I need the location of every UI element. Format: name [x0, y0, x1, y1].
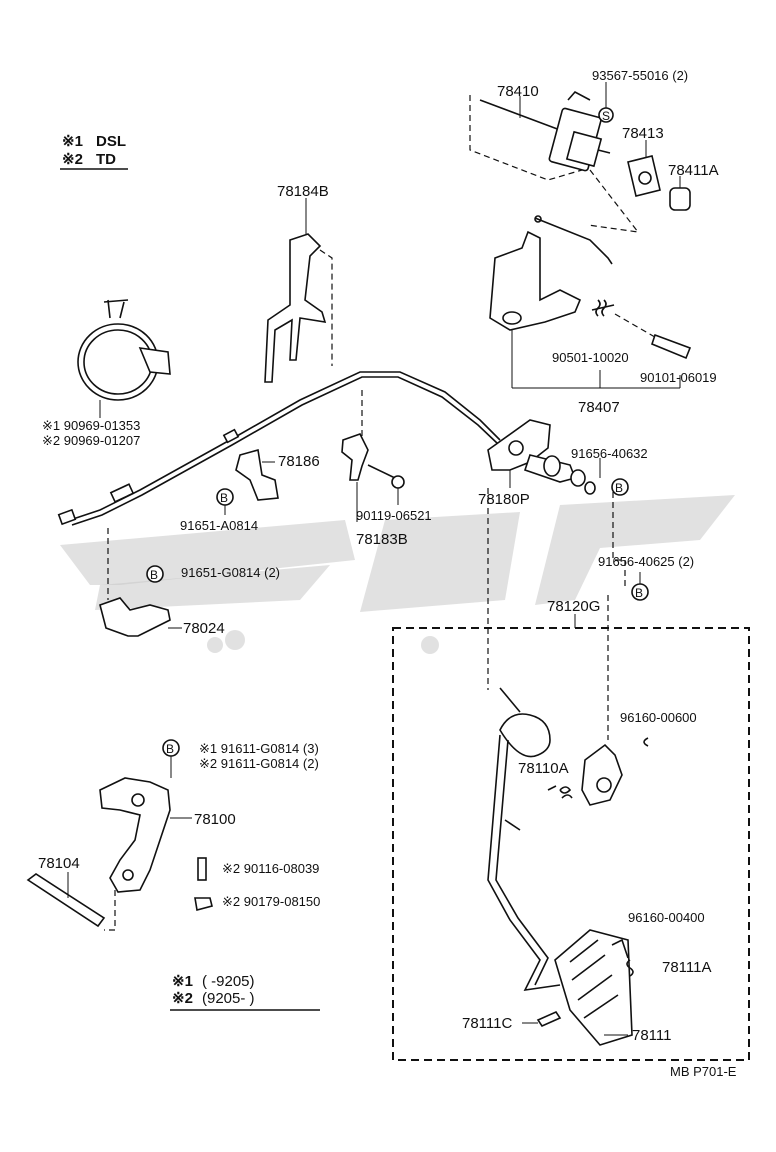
label-78407: 78407 — [578, 399, 620, 416]
label-78413: 78413 — [622, 125, 664, 142]
label-78104: 78104 — [38, 855, 80, 872]
pedal-bushing — [499, 713, 551, 758]
variant-notes-top: ※1 DSL ※2 TD — [60, 133, 128, 170]
label-78100: 78100 — [194, 811, 236, 828]
bolt-90119 — [391, 475, 405, 489]
label-90501-10020: 90501-10020 — [552, 350, 629, 365]
label-78184B: 78184B — [277, 183, 329, 200]
bracket-78184B — [264, 198, 333, 383]
label-78180P: 78180P — [478, 491, 530, 508]
note1-mark: ※1 — [62, 133, 83, 150]
bracket-78024-body — [99, 597, 171, 637]
pivot-bracket — [581, 743, 623, 806]
bolt-90101 — [651, 333, 692, 360]
label-91651-A0814: 91651-A0814 — [180, 518, 258, 533]
label-90101-06019: 90101-06019 — [640, 370, 717, 385]
bracket-78024: B — [99, 528, 182, 637]
accelerator-pedal — [487, 687, 649, 1046]
bracket-78184B-body — [264, 233, 327, 383]
label-93567-55016: 93567-55016 (2) — [592, 68, 688, 83]
throttle-cable — [57, 371, 501, 526]
spring-90501 — [591, 304, 615, 311]
link-body — [99, 777, 171, 893]
pin-78111C — [536, 1010, 562, 1028]
label-78186: 78186 — [278, 453, 320, 470]
bolt-symbol-2 — [611, 478, 629, 496]
note-bottom2-mark: ※2 — [172, 990, 193, 1007]
link-assembly-78100: B — [26, 739, 213, 931]
label-90969-01207: ※2 90969-01207 — [42, 433, 140, 448]
hose-clamp-90969 — [77, 299, 171, 418]
diagram-code: MB P701-E — [670, 1064, 737, 1079]
label-90119-06521: 90119-06521 — [356, 508, 432, 523]
bracket-78413 — [627, 155, 661, 197]
throttle-switch-group: S — [469, 82, 691, 233]
label-78410: 78410 — [497, 83, 539, 100]
pedal-pad-78111 — [554, 929, 633, 1046]
label-90179-08150: ※2 90179-08150 — [222, 894, 320, 909]
label-96160-00600: 96160-00600 — [620, 710, 697, 725]
cap-78411A — [669, 187, 691, 211]
label-78111A: 78111A — [662, 959, 712, 976]
note2-text: TD — [96, 151, 116, 168]
clip-96160-00600 — [643, 737, 649, 747]
label-78111C: 78111C — [462, 1015, 512, 1032]
label-90116-08039: ※2 90116-08039 — [222, 861, 319, 876]
bracket-78186-body — [235, 448, 279, 501]
label-91651-G0814: 91651-G0814 (2) — [181, 565, 280, 580]
label-78024: 78024 — [183, 620, 225, 637]
pedal-assembly-box — [392, 627, 750, 1061]
variant-notes-bottom: ※1 ( -9205) ※2 (9205- ) — [170, 973, 320, 1011]
lever-78180P: B — [487, 419, 629, 496]
label-91656-40632: 91656-40632 — [571, 446, 648, 461]
return-spring-78110A — [559, 786, 573, 799]
label-91611-G0814-2: ※2 91611-G0814 (2) — [199, 756, 319, 771]
bracket-assembly-78407 — [489, 215, 692, 389]
note-bottom1-mark: ※1 — [172, 973, 193, 990]
screw-symbol-text: S — [602, 109, 610, 123]
bolt-symbol-text-3: B — [150, 568, 158, 582]
label-96160-00400: 96160-00400 — [628, 910, 705, 925]
watermark-logo — [60, 495, 735, 654]
note2-mark: ※2 — [62, 151, 83, 168]
label-91656-40625: 91656-40625 (2) — [598, 554, 694, 569]
nut-90179 — [194, 897, 213, 911]
note1-text: DSL — [96, 133, 126, 150]
label-90969-01353: ※1 90969-01353 — [42, 418, 140, 433]
label-78110A: 78110A — [518, 760, 569, 777]
note-bottom1-text: ( -9205) — [202, 973, 255, 990]
part-labels: 78410 93567-55016 (2) 78413 78411A 78184… — [38, 68, 737, 1079]
bracket-plate — [489, 230, 582, 331]
bolt-symbol-text-4: B — [635, 586, 643, 600]
bolt-symbol-3 — [146, 565, 164, 583]
bolt-symbol-text: B — [220, 491, 228, 505]
label-78411A: 78411A — [668, 162, 719, 179]
note-bottom2-text: (9205- ) — [202, 990, 255, 1007]
bolt-symbol-text-2: B — [615, 481, 623, 495]
pedal-spring-78111A — [611, 938, 634, 977]
label-78120G: 78120G — [547, 598, 600, 615]
label-91611-G0814-1: ※1 91611-G0814 (3) — [199, 741, 319, 756]
bracket-78183B — [341, 390, 405, 522]
bracket-78183B-body — [341, 433, 369, 481]
bracket-78186: B — [216, 448, 279, 515]
label-78111: 78111 — [632, 1027, 672, 1044]
label-78183B: 78183B — [356, 531, 408, 548]
rod-78104 — [26, 873, 106, 928]
pedal-hook — [499, 687, 521, 713]
stud-90116 — [197, 857, 207, 881]
bolt-symbol-text-5: B — [166, 742, 174, 756]
